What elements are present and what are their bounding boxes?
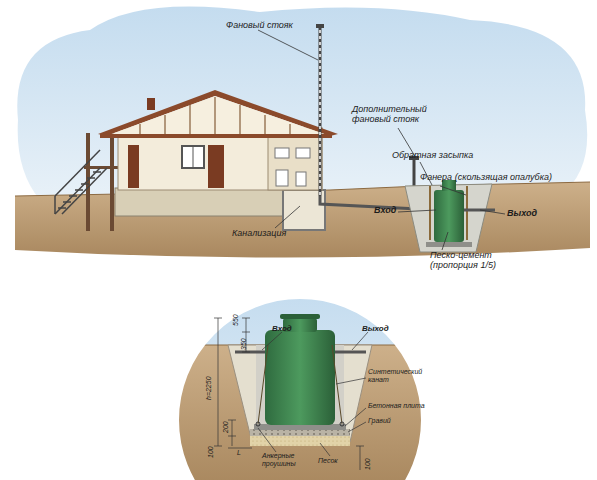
callout-label: Синтетический канат bbox=[368, 368, 424, 384]
callout-label: Бетонная плита bbox=[368, 402, 425, 410]
callout-label: Песок bbox=[318, 457, 338, 465]
callout-label: Обратная засыпка bbox=[392, 150, 473, 160]
dimension-label: h=2250 bbox=[205, 376, 213, 400]
callout-label: Анкерные проушины bbox=[262, 452, 312, 468]
callout-label: Выход bbox=[507, 208, 537, 218]
dimension-label: 350 bbox=[240, 338, 248, 350]
dimension-label: L bbox=[237, 449, 241, 457]
dimension-label: 100 bbox=[364, 458, 372, 470]
callout-label: Вход bbox=[374, 205, 396, 215]
callout-label: Гравий bbox=[368, 417, 391, 425]
callout-label: Песко-цемент (пропорция 1/5) bbox=[430, 250, 530, 271]
callout-label: Фановый стояк bbox=[226, 20, 293, 30]
callout-label: Вход bbox=[272, 324, 292, 333]
callout-label: Канализация bbox=[232, 228, 286, 238]
callout-label: Выход bbox=[362, 324, 389, 333]
callout-label: Дополнительный фановый стояк bbox=[352, 104, 430, 125]
dimension-label: 550 bbox=[232, 314, 240, 326]
dimension-label: 100 bbox=[207, 446, 215, 458]
callout-label: Фанера (скользящая опалубка) bbox=[420, 172, 580, 182]
dimension-label: 200 bbox=[222, 421, 230, 433]
